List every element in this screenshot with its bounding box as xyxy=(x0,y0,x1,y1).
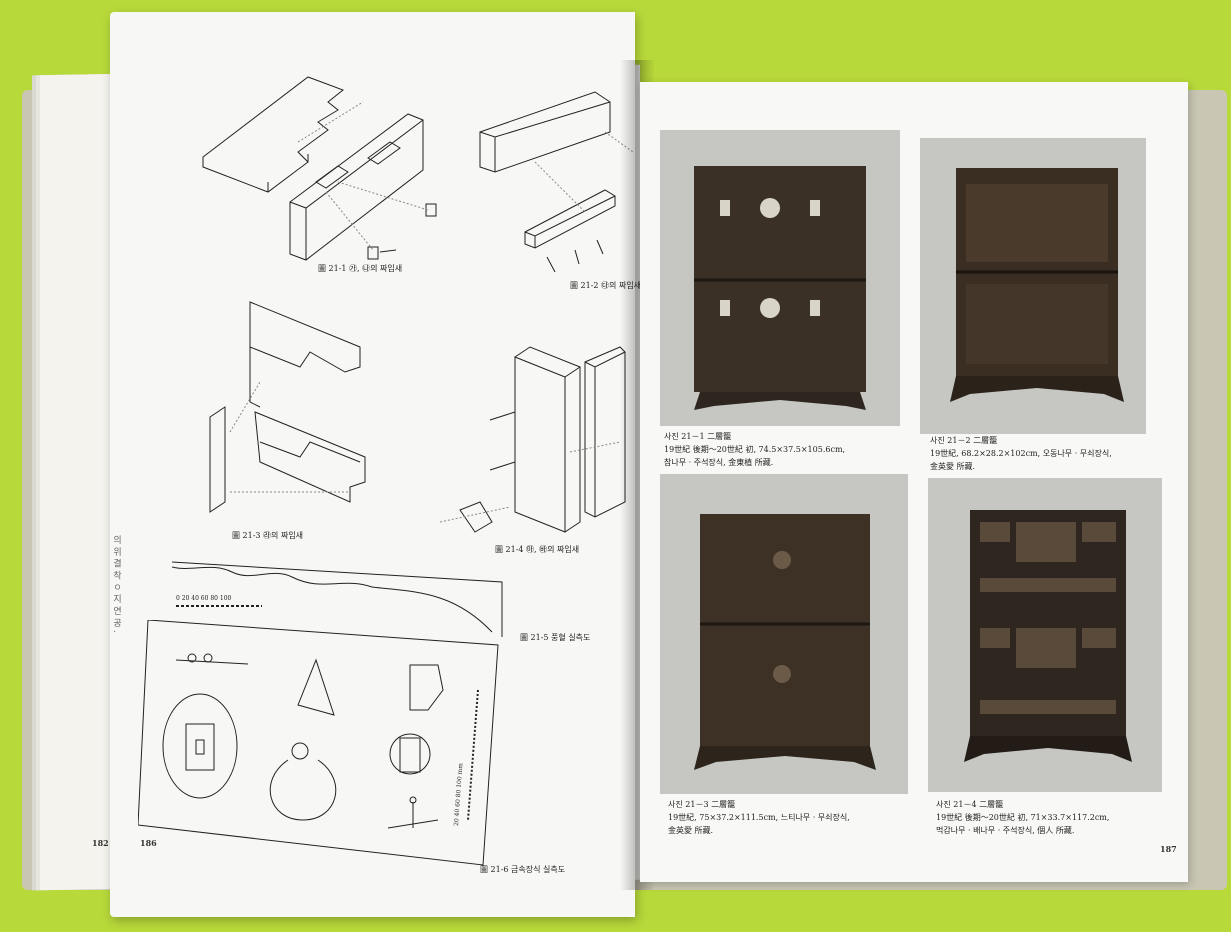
left-page: 圖 21-1 ㉮, ㉯의 짜임새 圖 21-2 ㉰의 짜임새 xyxy=(110,12,641,917)
figure-21-3-caption: 圖 21-3 ㉱의 짜임새 xyxy=(232,531,304,540)
cabinet-image xyxy=(964,510,1132,762)
figure-21-3-drawing xyxy=(209,301,366,513)
photo-21-2-caption: 사진 21－2 二層籠 19世紀, 68.2×28.2×102cm, 오동나무 … xyxy=(930,434,1112,473)
photo-21-1 xyxy=(660,130,900,426)
figure-21-1-caption: 圖 21-1 ㉮, ㉯의 짜임새 xyxy=(318,264,403,273)
photo-21-3-line2: 金英愛 所藏. xyxy=(668,826,714,835)
photo-21-4-title: 사진 21－4 二層籠 xyxy=(936,800,1004,809)
right-page: 사진 21－1 二層籠 19世紀 後期～20世紀 初, 74.5×37.5×10… xyxy=(640,82,1188,882)
previous-page-number: 182 xyxy=(92,838,109,848)
photo-21-1-line2: 참나무 · 주석장식, 金東植 所藏. xyxy=(664,458,774,467)
figure-21-6-drawing: 20 40 60 80 100 mm xyxy=(138,620,499,866)
photo-21-4-line2: 먹감나무 · 배나무 · 주석장식, 個人 所藏. xyxy=(936,826,1075,835)
page-edge-text: 의 위 결 착 ㅇ 지 연 공 . xyxy=(111,535,121,633)
photo-21-4-line1: 19世紀 後期～20世紀 初, 71×33.7×117.2cm, xyxy=(936,813,1110,822)
cabinet-image xyxy=(694,166,866,410)
photo-21-3-caption: 사진 21－3 二層籠 19世紀, 75×37.2×111.5cm, 느티나무 … xyxy=(668,798,850,837)
photo-21-4 xyxy=(928,478,1162,792)
figure-21-6-caption: 圖 21-6 금속장식 실측도 xyxy=(480,865,566,874)
figure-21-5-scale: 0 20 40 60 80 100 xyxy=(176,595,232,602)
photo-21-3 xyxy=(660,474,908,794)
figure-21-5-caption: 圖 21-5 풍혈 실측도 xyxy=(520,633,591,642)
photo-21-1-line1: 19世紀 後期～20世紀 初, 74.5×37.5×105.6cm, xyxy=(664,445,846,454)
left-page-number: 186 xyxy=(140,838,157,848)
cabinet-image xyxy=(950,168,1124,402)
figure-21-6-scale: 20 40 60 80 100 mm xyxy=(453,763,464,827)
photo-21-2 xyxy=(920,138,1146,434)
figure-21-2-drawing xyxy=(479,91,634,273)
right-page-number: 187 xyxy=(1160,844,1177,854)
photo-21-2-line2: 金英愛 所藏. xyxy=(930,462,976,471)
photo-21-4-caption: 사진 21－4 二層籠 19世紀 後期～20世紀 初, 71×33.7×117.… xyxy=(936,798,1109,837)
figure-21-1-drawing xyxy=(202,76,437,261)
figure-21-2-caption: 圖 21-2 ㉰의 짜임새 xyxy=(570,281,642,290)
photo-21-1-caption: 사진 21－1 二層籠 19世紀 後期～20世紀 初, 74.5×37.5×10… xyxy=(664,430,845,469)
figure-21-4-caption: 圖 21-4 ㉲, ㉳의 짜임새 xyxy=(495,545,580,554)
photo-21-3-line1: 19世紀, 75×37.2×111.5cm, 느티나무 · 무쇠장식, xyxy=(668,813,850,822)
figure-21-4-drawing xyxy=(439,346,626,533)
photo-21-1-title: 사진 21－1 二層籠 xyxy=(664,432,732,441)
photo-21-2-title: 사진 21－2 二層籠 xyxy=(930,436,998,445)
photo-21-2-line1: 19世紀, 68.2×28.2×102cm, 오동나무 · 무쇠장식, xyxy=(930,449,1112,458)
cabinet-image xyxy=(694,514,876,770)
figure-21-5-drawing: 0 20 40 60 80 100 xyxy=(172,561,503,637)
photo-21-3-title: 사진 21－3 二層籠 xyxy=(668,800,736,809)
